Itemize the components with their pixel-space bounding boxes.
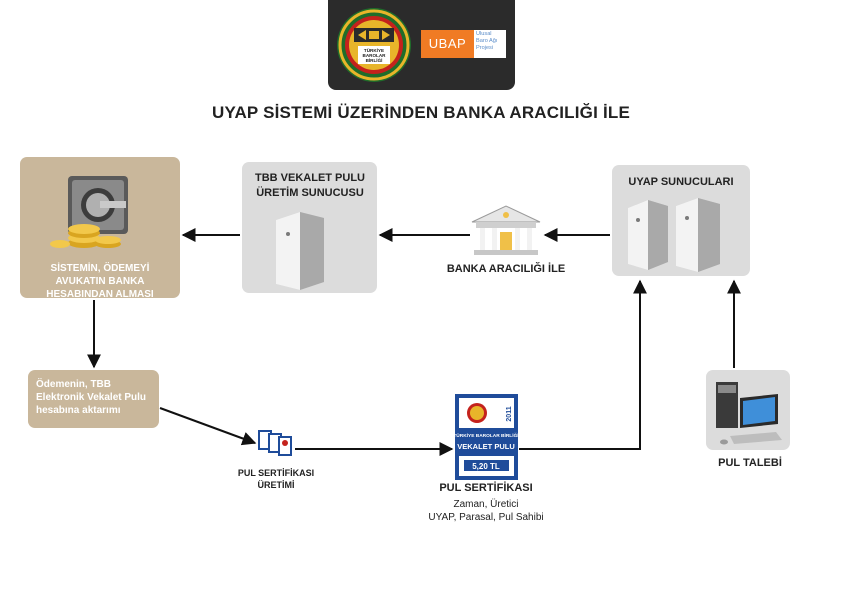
cert-details: Zaman, Üretici UYAP, Parasal, Pul Sahibi xyxy=(400,498,572,524)
stamp-name: VEKALET PULU xyxy=(457,442,515,451)
uyap-server-icons xyxy=(628,198,720,272)
server-tower-icon xyxy=(276,212,324,290)
cert-label: PUL SERTİFİKASI xyxy=(439,482,533,494)
server-tower-icon xyxy=(628,200,668,270)
ubap-subtitle-line-3: Projesi xyxy=(476,45,494,51)
arrow-transfer-to-production xyxy=(159,407,257,446)
safe-with-coins-icon xyxy=(50,176,128,248)
connector-arrows xyxy=(87,228,741,456)
desktop-computer-icon xyxy=(716,382,782,445)
tbb-logo-line-3: BİRLİĞİ xyxy=(366,56,383,63)
ubap-subtitle: Ulusal Baro Ağı Projesi xyxy=(476,31,508,52)
stamp-year: 2011 xyxy=(506,406,513,421)
tbb-logo-line-1: TÜRKİYE xyxy=(364,47,384,53)
uyap-servers-label: UYAP SUNUCULARI xyxy=(628,176,734,188)
cert-production-label: PUL SERTİFİKASI ÜRETİMİ xyxy=(237,468,315,490)
tbb-seal-icon: TÜRKİYE BAROLAR BİRLİĞİ xyxy=(337,8,411,82)
tbb-logo-line-2: BAROLAR xyxy=(363,53,387,58)
stamp-certificate-icon xyxy=(258,430,292,456)
transfer-label: Ödemenin, TBB Elektronik Vekalet Pulu he… xyxy=(36,379,147,416)
server-tower-icon xyxy=(676,198,720,272)
tbb-server-label: TBB VEKALET PULU ÜRETİM SUNUCUSU xyxy=(255,172,365,199)
cert-details-line-1: Zaman, Üretici xyxy=(453,499,519,510)
system-payment-label: SİSTEMİN, ÖDEMEYİ AVUKATIN BANKA HESABIN… xyxy=(46,263,154,300)
ubap-subtitle-line-2: Baro Ağı xyxy=(476,38,498,44)
ubap-word: UBAP xyxy=(421,30,474,58)
stamp-org: TÜRKİYE BAROLAR BİRLİĞİ xyxy=(453,431,519,439)
tbb-logo: TÜRKİYE BAROLAR BİRLİĞİ xyxy=(336,6,412,84)
bank-label: BANKA ARACILIĞI İLE xyxy=(446,263,566,275)
diagram-title: UYAP SİSTEMİ ÜZERİNDEN BANKA ARACILIĞI İ… xyxy=(211,103,630,122)
cert-details-line-2: UYAP, Parasal, Pul Sahibi xyxy=(428,512,544,523)
bank-building-icon xyxy=(471,205,541,255)
stamp-price: 5,20 TL xyxy=(472,462,500,471)
ubap-subtitle-line-1: Ulusal xyxy=(476,31,492,37)
ubap-logo: UBAP Ulusal Baro Ağı Projesi xyxy=(421,30,506,58)
vekalet-pulu-stamp: 2011 TÜRKİYE BAROLAR BİRLİĞİ VEKALET PUL… xyxy=(453,394,519,480)
request-label: PUL TALEBİ xyxy=(718,457,782,469)
arrow-cert-to-uyap xyxy=(519,279,647,450)
transfer-box xyxy=(28,370,159,428)
